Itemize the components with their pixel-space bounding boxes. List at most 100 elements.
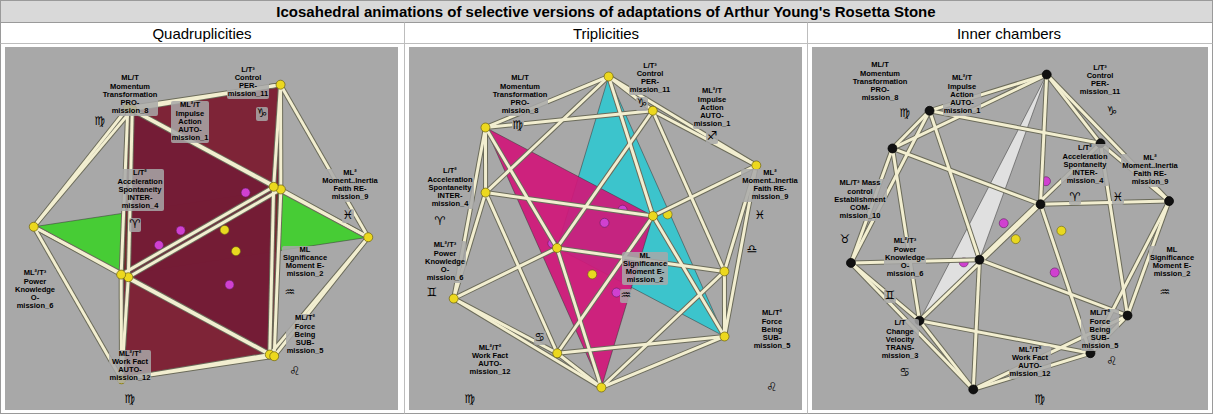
zodiac-symbol: ♑ — [1106, 105, 1119, 118]
vertex-dot — [449, 294, 458, 303]
vertex-label: ML²/T Impulse Action AUTO-mission_1 — [693, 87, 732, 128]
strut-outline — [973, 260, 979, 390]
strut — [851, 263, 973, 390]
zodiac-symbol: ♍ — [512, 119, 525, 132]
vertex-dot — [29, 222, 38, 231]
strut — [653, 111, 725, 272]
strut-outline — [930, 111, 980, 260]
vertex-label: ML/T² Force Being SUB-mission_5 — [1081, 309, 1120, 350]
zodiac-symbol: ♌ — [766, 381, 779, 394]
vertex-label: L/T³ Control PER-mission_11 — [227, 66, 269, 99]
vertex-label: L/T² Acceleration Spontaneity INTER-miss… — [1061, 144, 1108, 185]
image-panel — [5, 47, 398, 410]
strut-outline — [1040, 75, 1046, 205]
zodiac-symbol: ♋ — [899, 366, 912, 379]
strut-outline — [1040, 201, 1169, 204]
strut-outline — [930, 111, 1101, 144]
strut — [486, 193, 653, 216]
vertex-label: L/T³ Control PER-mission_11 — [1079, 64, 1121, 97]
vertex-label: ML/T² Force Being SUB-mission_5 — [286, 314, 325, 355]
zodiac-symbol: ♒ — [620, 289, 633, 302]
vertex-label: ML²/T³ Power Knowledge O-mission_6 — [424, 241, 466, 282]
strut-outline — [274, 237, 368, 356]
strut — [270, 187, 274, 355]
strut-outline — [454, 248, 557, 299]
vertex-dot — [481, 123, 490, 132]
strut — [1040, 201, 1169, 204]
vertex-dot — [270, 352, 279, 361]
vertex-dot — [1042, 70, 1051, 79]
strut — [486, 193, 558, 354]
vertex-dot — [925, 106, 934, 115]
column-header: Quadruplicities — [152, 25, 251, 42]
strut — [601, 271, 724, 387]
vertex-label: ML/T Momentum Transformation PRO-mission… — [102, 74, 159, 115]
vertex-dot — [1123, 311, 1132, 320]
vertex-label: ML²/T Impulse Action AUTO-mission_1 — [171, 101, 210, 142]
strut — [973, 260, 979, 390]
zodiac-symbol: ♑ — [636, 97, 649, 110]
strut — [1040, 75, 1046, 205]
strut — [454, 248, 557, 299]
zodiac-symbol: ♍ — [94, 115, 107, 128]
zodiac-symbol: ♒ — [1159, 286, 1172, 299]
strut-outline — [485, 128, 557, 248]
strut-outline — [486, 193, 558, 354]
inner-dot — [241, 188, 250, 197]
vertex-label: ML²/T³ Power Knowledge O-mission_6 — [884, 237, 926, 278]
strut-outline — [980, 260, 1128, 316]
vertex-label: ML²/T² Work Fact AUTO-mission_12 — [1009, 346, 1052, 379]
vertex-label: ML/T² Force Being SUB-mission_5 — [753, 309, 792, 350]
zodiac-symbol: ♈ — [129, 218, 142, 231]
column-header: Inner chambers — [957, 25, 1061, 42]
inner-dot — [1050, 268, 1059, 277]
vertex-label: ML² Moment..Inertia Faith RE-mission_9 — [1121, 154, 1178, 187]
zodiac-symbol: ♓ — [754, 209, 767, 222]
strut — [34, 227, 121, 275]
strut-outline — [920, 321, 1091, 354]
vertex-dot — [552, 243, 561, 252]
strut-outline — [601, 271, 724, 387]
vertex-dot — [1036, 200, 1045, 209]
strut-outline — [609, 77, 653, 217]
strut — [601, 336, 724, 387]
strut — [723, 271, 726, 336]
strut-outline — [486, 193, 653, 216]
strut — [892, 75, 1046, 149]
inner-dot — [220, 225, 229, 234]
zodiac-symbol: ♎ — [746, 243, 759, 256]
vertex-label: L/T² Acceleration Spontaneity INTER-miss… — [116, 169, 163, 210]
inner-dot — [225, 280, 234, 289]
vertex-label: ML/T³ Mass control Establishment COM-mis… — [833, 179, 886, 220]
inner-dot — [999, 219, 1008, 228]
vertex-dot — [720, 267, 729, 276]
zodiac-symbol: ♓ — [342, 209, 355, 222]
strut — [281, 85, 369, 238]
strut — [892, 148, 1040, 204]
vertex-label: ML² Moment..Inertia Faith RE-mission_9 — [741, 169, 798, 202]
image-panel — [409, 47, 802, 410]
strut — [274, 189, 281, 356]
zodiac-symbol: ♈ — [434, 215, 447, 228]
vertex-dot — [846, 258, 855, 267]
inner-dot — [1011, 235, 1020, 244]
zodiac-symbol: ♐ — [706, 130, 719, 143]
zodiac-symbol: ♒ — [284, 286, 297, 299]
vertex-dot — [720, 332, 729, 341]
vertex-label: L/T³ Control PER-mission_11 — [629, 62, 671, 95]
strut — [930, 111, 980, 260]
vertex-label: ML²/T³ Power Knowledge O-mission_6 — [14, 269, 56, 310]
strut — [557, 216, 653, 353]
zodiac-symbol: ♊ — [884, 289, 897, 302]
strut — [274, 237, 368, 356]
strut-outline — [653, 111, 725, 272]
image-panel — [812, 47, 1208, 410]
vertex-label: ML²/T Impulse Action AUTO-mission_1 — [943, 74, 982, 115]
zodiac-symbol: ♍ — [124, 393, 137, 406]
zodiac-symbol: ♋ — [534, 331, 547, 344]
vertex-label: ML/T Momentum Transformation PRO-mission… — [852, 61, 909, 102]
icosahedron — [846, 70, 1173, 394]
vertex-dot — [969, 385, 978, 394]
icosahedron — [449, 72, 761, 392]
